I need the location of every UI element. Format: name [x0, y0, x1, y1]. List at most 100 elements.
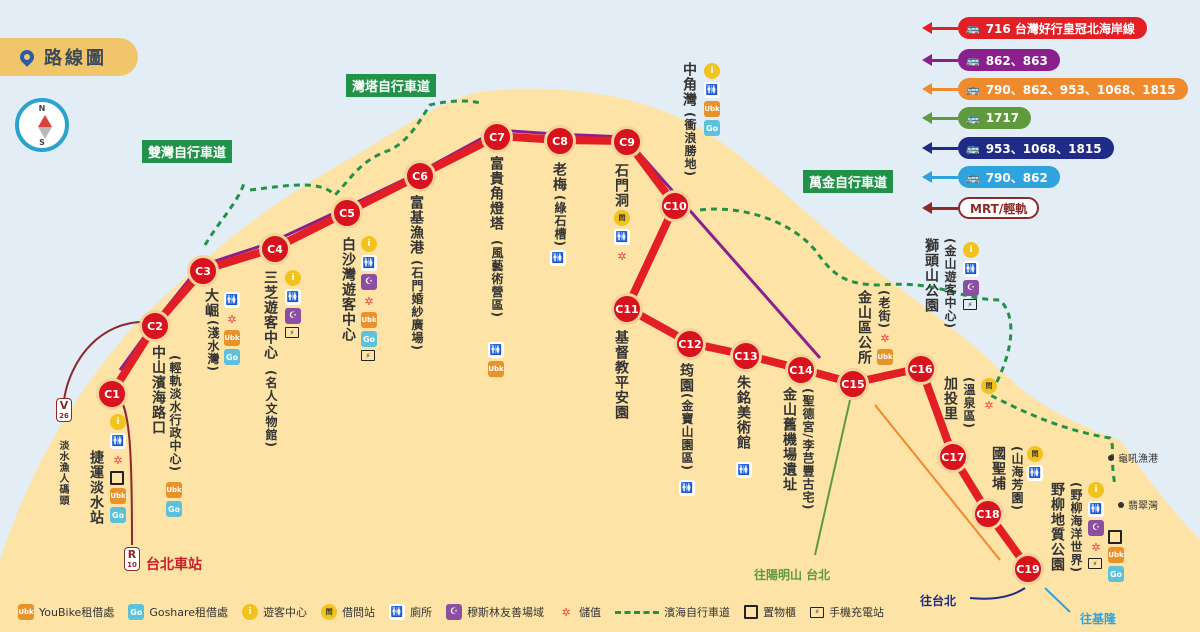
youbike-icon: Ubk — [224, 330, 240, 346]
station-sub-c16: (溫泉區) — [962, 377, 976, 429]
station-label-c6: 富基漁港 — [408, 195, 424, 255]
toilet-icon: 🚻 — [1027, 465, 1043, 481]
arrow-left-icon — [922, 202, 932, 214]
station-c5[interactable]: C5 — [331, 197, 363, 229]
youbike-icon: Ubk — [166, 482, 182, 498]
visitor-center-icon: i — [704, 63, 720, 79]
station-c14[interactable]: C14 — [785, 354, 817, 386]
station-label-c5: 白沙灣遊客中心 — [340, 237, 356, 342]
station-c17[interactable]: C17 — [937, 441, 969, 473]
muslim-friendly-icon: ☪ — [285, 308, 301, 324]
station-c15[interactable]: C15 — [837, 368, 869, 400]
route-legend-716: 🚌716 台灣好行皇冠北海岸線 — [922, 17, 1147, 39]
station-sub-c4: (名人文物館) — [264, 370, 278, 448]
borrow-station-icon: 問 — [981, 378, 997, 394]
visitor-center-icon: i — [1088, 482, 1104, 498]
direction-taipei: 往台北 — [920, 594, 957, 608]
stored-value-icon: ✲ — [984, 398, 994, 412]
charging-icon: ⚡ — [810, 606, 825, 618]
station-c11[interactable]: C11 — [611, 293, 643, 325]
station-c19[interactable]: C19 — [1012, 553, 1044, 585]
station-c4[interactable]: C4 — [259, 233, 291, 265]
amenities-c5: i 🚻 ☪ ✲ Ubk Go ⚡ — [361, 236, 377, 361]
location-dot-icon — [1118, 501, 1124, 508]
station-c13[interactable]: C13 — [730, 340, 762, 372]
station-c2[interactable]: C2 — [139, 310, 171, 342]
toilet-icon: 🚻 — [963, 261, 979, 277]
stored-value-icon: ✲ — [561, 605, 571, 619]
youbike-icon: Ubk — [704, 101, 720, 117]
station-label-c9: 石門洞 — [613, 163, 629, 208]
toilet-icon: 🚻 — [110, 433, 126, 449]
amenities-c1: i 🚻 ✲ Ubk Go — [110, 414, 126, 523]
locker-icon — [110, 471, 124, 485]
goshare-icon: Go — [166, 501, 182, 517]
amenities-c10: i 🚻 Ubk Go — [704, 63, 720, 136]
station-c7[interactable]: C7 — [481, 121, 513, 153]
station-sub-c12: (金寶山園區) — [680, 393, 694, 471]
amenities-c3: 🚻 ✲ Ubk Go — [224, 292, 240, 365]
charging-icon: ⚡ — [963, 299, 977, 310]
station-c6[interactable]: C6 — [404, 160, 436, 192]
station-c3[interactable]: C3 — [187, 255, 219, 287]
map-pin-icon — [17, 47, 37, 67]
visitor-center-icon: i — [110, 414, 126, 430]
station-label-c3: 大崛 — [203, 288, 219, 318]
station-c8[interactable]: C8 — [544, 125, 576, 157]
compass-south-arrow-icon — [38, 127, 52, 139]
toilet-icon: 🚻 — [704, 82, 720, 98]
stored-value-icon: ✲ — [1091, 540, 1101, 554]
arrow-left-icon — [922, 171, 932, 183]
compass-north-arrow-icon — [38, 115, 52, 127]
station-c12[interactable]: C12 — [674, 328, 706, 360]
station-c16[interactable]: C16 — [905, 353, 937, 385]
bus-icon: 🚌 — [966, 141, 980, 155]
map-title: 路線圖 — [0, 38, 138, 76]
toilet-icon: 🚻 — [550, 250, 566, 266]
charging-icon: ⚡ — [1088, 558, 1102, 569]
youbike-icon: Ubk — [1108, 547, 1124, 563]
bus-icon: 🚌 — [966, 82, 980, 96]
youbike-icon: Ubk — [110, 488, 126, 504]
goshare-icon: Go — [224, 349, 240, 365]
station-label-c15: 金山區公所 — [856, 290, 872, 365]
route-legend-790-1815: 🚌790、862、953、1068、1815 — [922, 78, 1188, 100]
station-c10[interactable]: C10 — [659, 190, 691, 222]
stored-value-icon: ✲ — [880, 331, 890, 345]
goshare-icon: Go — [704, 120, 720, 136]
station-sub-c7: (風藝術營區) — [490, 240, 504, 318]
direction-keelung: 往基隆 — [1080, 612, 1117, 626]
station-sub-c8: (綠石槽) — [553, 195, 567, 247]
route-legend-mrt: MRT/輕軌 — [922, 197, 1040, 219]
bike-path-tag-shuangwan: 雙灣自行車道 — [142, 140, 233, 163]
bus-icon: 🚌 — [966, 53, 980, 67]
station-label-c4: 三芝遊客中心 — [262, 270, 278, 360]
visitor-center-icon: i — [963, 242, 979, 258]
station-c9[interactable]: C9 — [611, 126, 643, 158]
toilet-icon: 🚻 — [1088, 501, 1104, 517]
station-label-c2: 中山濱海路口 — [150, 345, 166, 435]
amenities-c9: 問 🚻 ✲ — [614, 210, 630, 264]
station-c18[interactable]: C18 — [972, 498, 1004, 530]
station-label-c7: 富貴角燈塔 — [488, 156, 504, 231]
arrow-left-icon — [922, 22, 932, 34]
station-label-c1: 捷運淡水站 — [88, 450, 104, 525]
amenities-c2: Ubk Go — [166, 482, 182, 517]
toilet-icon: 🚻 — [679, 480, 695, 496]
station-sub-c3: (淺水灣) — [206, 320, 220, 372]
bike-path-icon — [615, 610, 660, 614]
station-c1[interactable]: C1 — [96, 378, 128, 410]
amenities-c18-b: Ubk Go — [1108, 530, 1124, 582]
station-sub-c2: (輕軌淡水行政中心) — [168, 355, 182, 472]
borrow-station-icon: 問 — [321, 604, 338, 620]
borrow-station-icon: 問 — [614, 210, 630, 226]
toilet-icon: 🚻 — [488, 342, 504, 358]
bus-icon: 🚌 — [966, 170, 980, 184]
station-sub-c14: (聖德宮/李芑豐古宅) — [801, 388, 815, 511]
station-sub-c17: (山海芳園) — [1010, 446, 1024, 511]
muslim-friendly-icon: ☪ — [1088, 520, 1104, 536]
place-lion-head-sub: (金山遊客中心) — [943, 238, 957, 329]
youbike-icon: Ubk — [361, 312, 377, 328]
